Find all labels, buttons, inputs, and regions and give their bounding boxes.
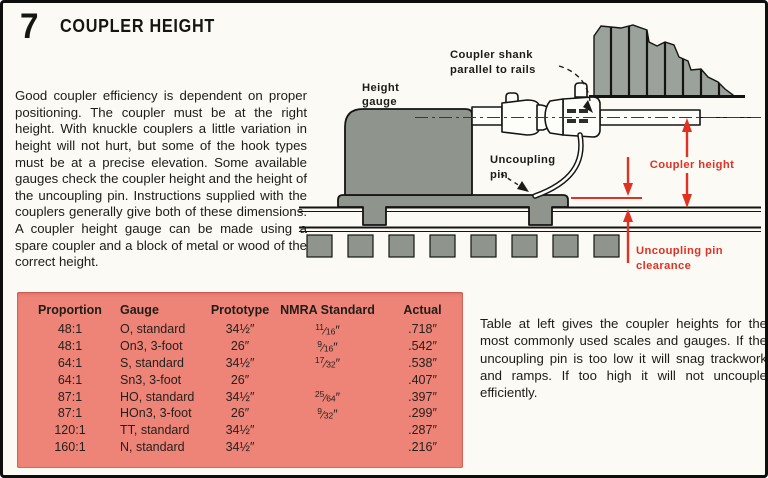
cell-nmra-standard: [270, 439, 385, 456]
cell-nmra-standard: 9⁄32″: [317, 405, 338, 421]
uncoupling-pin-label-line1: Uncoupling: [490, 154, 556, 166]
track-ties: [306, 234, 620, 258]
cell-proportion: 160:1: [54, 439, 86, 454]
cell-actual: .407″: [408, 372, 437, 387]
cell-nmra-standard: 17⁄32″: [314, 355, 341, 371]
table-header-row: Proportion Gauge Prototype NMRA Standard…: [20, 301, 460, 321]
cell-gauge: On3, 3-foot: [120, 339, 183, 354]
cell-gauge: N, standard: [120, 439, 185, 454]
uncoupling-pin-label-line2: pin: [490, 169, 508, 181]
table-row: 64:1 S, standard 34½″ 17⁄32″ .538″: [20, 355, 460, 372]
cell-actual: .287″: [408, 423, 437, 438]
chapter-number: 7: [20, 7, 39, 46]
header-prototype: Prototype: [210, 303, 270, 317]
table-row: 87:1 HOn3, 3-foot 26″ 9⁄32″ .299″: [20, 405, 460, 422]
table-row: 120:1 TT, standard 34½″ .287″: [20, 422, 460, 439]
cell-proportion: 48:1: [57, 322, 83, 337]
cell-prototype: 26″: [230, 406, 250, 421]
header-gauge: Gauge: [120, 303, 159, 317]
cell-prototype: 34½″: [225, 322, 255, 337]
cell-actual: .542″: [408, 339, 437, 354]
cell-prototype: 34½″: [225, 389, 255, 404]
cell-proportion: 120:1: [54, 423, 86, 438]
cell-nmra-standard: 9⁄16″: [317, 338, 338, 354]
header-nmra-standard: NMRA Standard: [280, 303, 375, 317]
pin-clearance-label-line1: Uncoupling pin: [636, 245, 723, 257]
height-gauge-label-line2: gauge: [362, 96, 397, 108]
label-pointers: [500, 65, 593, 192]
cell-prototype: 34½″: [225, 423, 255, 438]
table-row: 64:1 Sn3, 3-foot 26″ .407″: [20, 371, 460, 388]
cell-gauge: O, standard: [120, 322, 186, 337]
coupler-shank-label-line2: parallel to rails: [450, 64, 536, 76]
cell-gauge: S, standard: [120, 355, 184, 370]
cell-nmra-standard: 11⁄16″: [315, 321, 340, 338]
coupler-height-diagram: Height gauge Coupler shank parallel to r…: [299, 24, 761, 272]
cell-prototype: 26″: [230, 372, 250, 387]
cell-prototype: 34½″: [225, 355, 255, 370]
coupler-shank-label-line1: Coupler shank: [450, 49, 533, 61]
uncoupling-pin: [532, 132, 584, 199]
coupler-height-table: Proportion Gauge Prototype NMRA Standard…: [20, 301, 460, 455]
cell-proportion: 64:1: [57, 355, 83, 370]
cell-actual: .397″: [408, 389, 437, 404]
dimension-marks: [571, 118, 692, 263]
cell-nmra-standard: [270, 422, 385, 439]
cell-gauge: HO, standard: [120, 389, 195, 404]
cell-nmra-standard: [270, 371, 385, 388]
gauge-base: [337, 194, 569, 226]
cell-actual: .718″: [408, 322, 437, 337]
intro-paragraph: Good coupler efficiency is dependent on …: [15, 88, 307, 270]
cell-proportion: 87:1: [57, 389, 83, 404]
coupler-height-table-panel: Proportion Gauge Prototype NMRA Standard…: [17, 292, 463, 468]
cell-proportion: 87:1: [57, 406, 83, 421]
cell-prototype: 26″: [230, 339, 250, 354]
height-gauge-body: [344, 108, 473, 196]
table-row: 87:1 HO, standard 34½″ 25⁄64″ .397″: [20, 388, 460, 405]
car-end: [589, 24, 745, 98]
header-actual: Actual: [403, 303, 442, 317]
coupler-height-label: Coupler height: [650, 159, 735, 171]
cell-gauge: HOn3, 3-foot: [120, 406, 192, 421]
pin-clearance-label-line2: clearance: [636, 260, 691, 272]
table-row: 48:1 On3, 3-foot 26″ 9⁄16″ .542″: [20, 338, 460, 355]
cell-actual: .538″: [408, 355, 437, 370]
cell-gauge: Sn3, 3-foot: [120, 372, 182, 387]
cell-gauge: TT, standard: [120, 423, 190, 438]
cell-proportion: 48:1: [57, 339, 83, 354]
table-note-paragraph: Table at left gives the coupler heights …: [480, 316, 767, 400]
header-proportion: Proportion: [38, 303, 102, 317]
cell-actual: .216″: [408, 439, 437, 454]
table-row: 160:1 N, standard 34½″ .216″: [20, 439, 460, 456]
cell-nmra-standard: 25⁄64″: [314, 388, 341, 405]
height-gauge-label-line1: Height: [362, 82, 399, 94]
cell-prototype: 34½″: [225, 439, 255, 454]
page-title: COUPLER HEIGHT: [60, 16, 215, 36]
cell-proportion: 64:1: [57, 372, 83, 387]
cell-actual: .299″: [408, 406, 437, 421]
table-row: 48:1 O, standard 34½″ 11⁄16″ .718″: [20, 321, 460, 338]
